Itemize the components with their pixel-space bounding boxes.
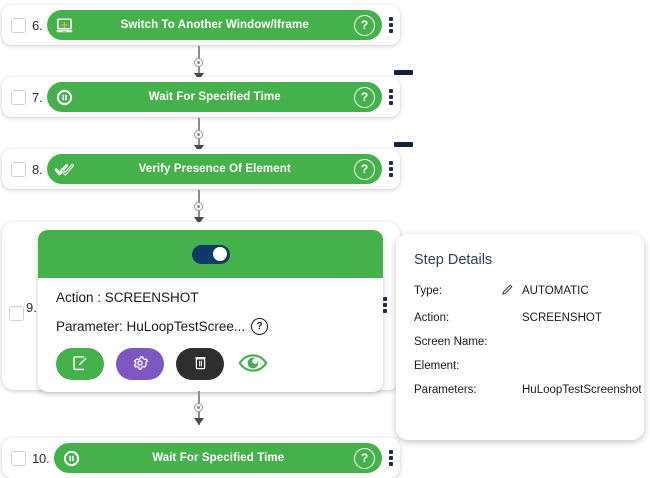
step-title-8: Verify Presence Of Element <box>138 163 291 175</box>
step-number-9: 9. <box>26 300 37 315</box>
step-9-detail-card: Action : SCREENSHOT Parameter: HuLoopTes… <box>38 230 383 392</box>
detail-value-parameters: HuLoopTestScreenshot <box>500 384 642 396</box>
step-card-6[interactable]: 6. Switch To Another Window/Iframe ? <box>2 5 400 45</box>
step-details-title: Step Details <box>414 252 493 268</box>
detail-value-type: AUTOMATIC <box>500 282 589 300</box>
step-checkbox-9[interactable] <box>9 306 24 321</box>
help-icon-9[interactable]: ? <box>251 318 269 335</box>
step-9-action-line: Action : SCREENSHOT <box>56 290 383 305</box>
step-bar-7[interactable]: Wait For Specified Time ? <box>47 82 382 112</box>
step-menu-7[interactable] <box>384 82 398 112</box>
detail-label-type: Type: <box>414 285 443 297</box>
gear-icon <box>131 354 149 375</box>
detail-label-screen-name: Screen Name: <box>414 336 488 348</box>
step-number-8: 8. <box>32 161 43 177</box>
step-card-7[interactable]: 7. Wait For Specified Time ? <box>2 77 400 117</box>
step-enable-toggle[interactable] <box>191 244 230 264</box>
detail-row-screen-name: Screen Name: <box>414 336 628 348</box>
step-menu-8[interactable] <box>384 154 398 184</box>
collapse-marker-2[interactable] <box>394 142 413 147</box>
step-title-6: Switch To Another Window/Iframe <box>120 19 309 31</box>
help-icon-7[interactable]: ? <box>354 86 375 108</box>
step-number-6: 6. <box>32 17 43 33</box>
step-title-7: Wait For Specified Time <box>148 91 281 103</box>
step-checkbox-8[interactable] <box>11 161 26 177</box>
pencil-icon <box>500 282 515 300</box>
step-number-10: 10. <box>32 450 50 466</box>
step-details-panel: Step Details Type: AUTOMATIC Action: SCR… <box>396 234 644 440</box>
step-card-10[interactable]: 10. Wait For Specified Time ? <box>2 438 400 478</box>
connector-8-9 <box>187 190 211 224</box>
help-icon-8[interactable]: ? <box>354 158 375 180</box>
collapse-marker-1[interactable] <box>394 70 413 75</box>
step-9-parameter-line: Parameter: HuLoopTestScree... ? <box>56 318 383 335</box>
step-card-8[interactable]: 8. Verify Presence Of Element ? <box>2 149 400 189</box>
pause-circle-icon <box>59 446 83 470</box>
edit-button[interactable] <box>56 348 104 380</box>
step-9-action-text: Action : SCREENSHOT <box>56 290 199 305</box>
step-bar-6[interactable]: Switch To Another Window/Iframe ? <box>47 10 382 40</box>
step-bar-10[interactable]: Wait For Specified Time ? <box>54 443 382 473</box>
detail-text-type: AUTOMATIC <box>522 285 589 297</box>
step-menu-9[interactable] <box>383 297 387 313</box>
connector-6-7 <box>187 46 211 80</box>
step-checkbox-7[interactable] <box>11 89 26 105</box>
step-9-button-row <box>56 348 383 380</box>
detail-label-action: Action: <box>414 312 450 324</box>
settings-button[interactable] <box>116 348 164 380</box>
trash-icon <box>192 354 209 374</box>
step-bar-8[interactable]: Verify Presence Of Element ? <box>47 154 382 184</box>
step-checkbox-10[interactable] <box>11 450 26 466</box>
step-9-header <box>38 230 383 278</box>
step-menu-10[interactable] <box>384 443 398 473</box>
step-9-body: Action : SCREENSHOT Parameter: HuLoopTes… <box>38 278 383 392</box>
toggle-knob <box>213 247 227 261</box>
detail-value-action: SCREENSHOT <box>500 312 602 324</box>
detail-text-parameters: HuLoopTestScreenshot <box>522 384 642 396</box>
step-title-10: Wait For Specified Time <box>152 452 285 464</box>
pause-circle-icon <box>52 85 76 109</box>
pencil-square-icon <box>71 354 89 375</box>
switch-window-icon <box>52 13 76 37</box>
help-icon-6[interactable]: ? <box>354 14 375 36</box>
step-number-7: 7. <box>32 89 43 105</box>
step-checkbox-6[interactable] <box>11 17 26 33</box>
connector-7-8 <box>187 118 211 152</box>
double-check-icon <box>52 157 76 181</box>
detail-label-parameters: Parameters: <box>414 384 477 396</box>
detail-text-action: SCREENSHOT <box>522 312 602 324</box>
eye-icon <box>238 352 268 377</box>
step-menu-6[interactable] <box>384 10 398 40</box>
detail-row-type: Type: AUTOMATIC <box>414 282 628 300</box>
detail-row-action: Action: SCREENSHOT <box>414 312 628 324</box>
step-9-parameter-text: Parameter: HuLoopTestScree... <box>56 319 246 334</box>
help-icon-10[interactable]: ? <box>354 447 375 469</box>
detail-row-element: Element: <box>414 360 628 372</box>
detail-row-parameters: Parameters: HuLoopTestScreenshot <box>414 384 642 396</box>
detail-label-element: Element: <box>414 360 460 372</box>
preview-button[interactable] <box>236 351 270 377</box>
connector-9-10 <box>187 391 211 425</box>
delete-button[interactable] <box>176 348 224 380</box>
